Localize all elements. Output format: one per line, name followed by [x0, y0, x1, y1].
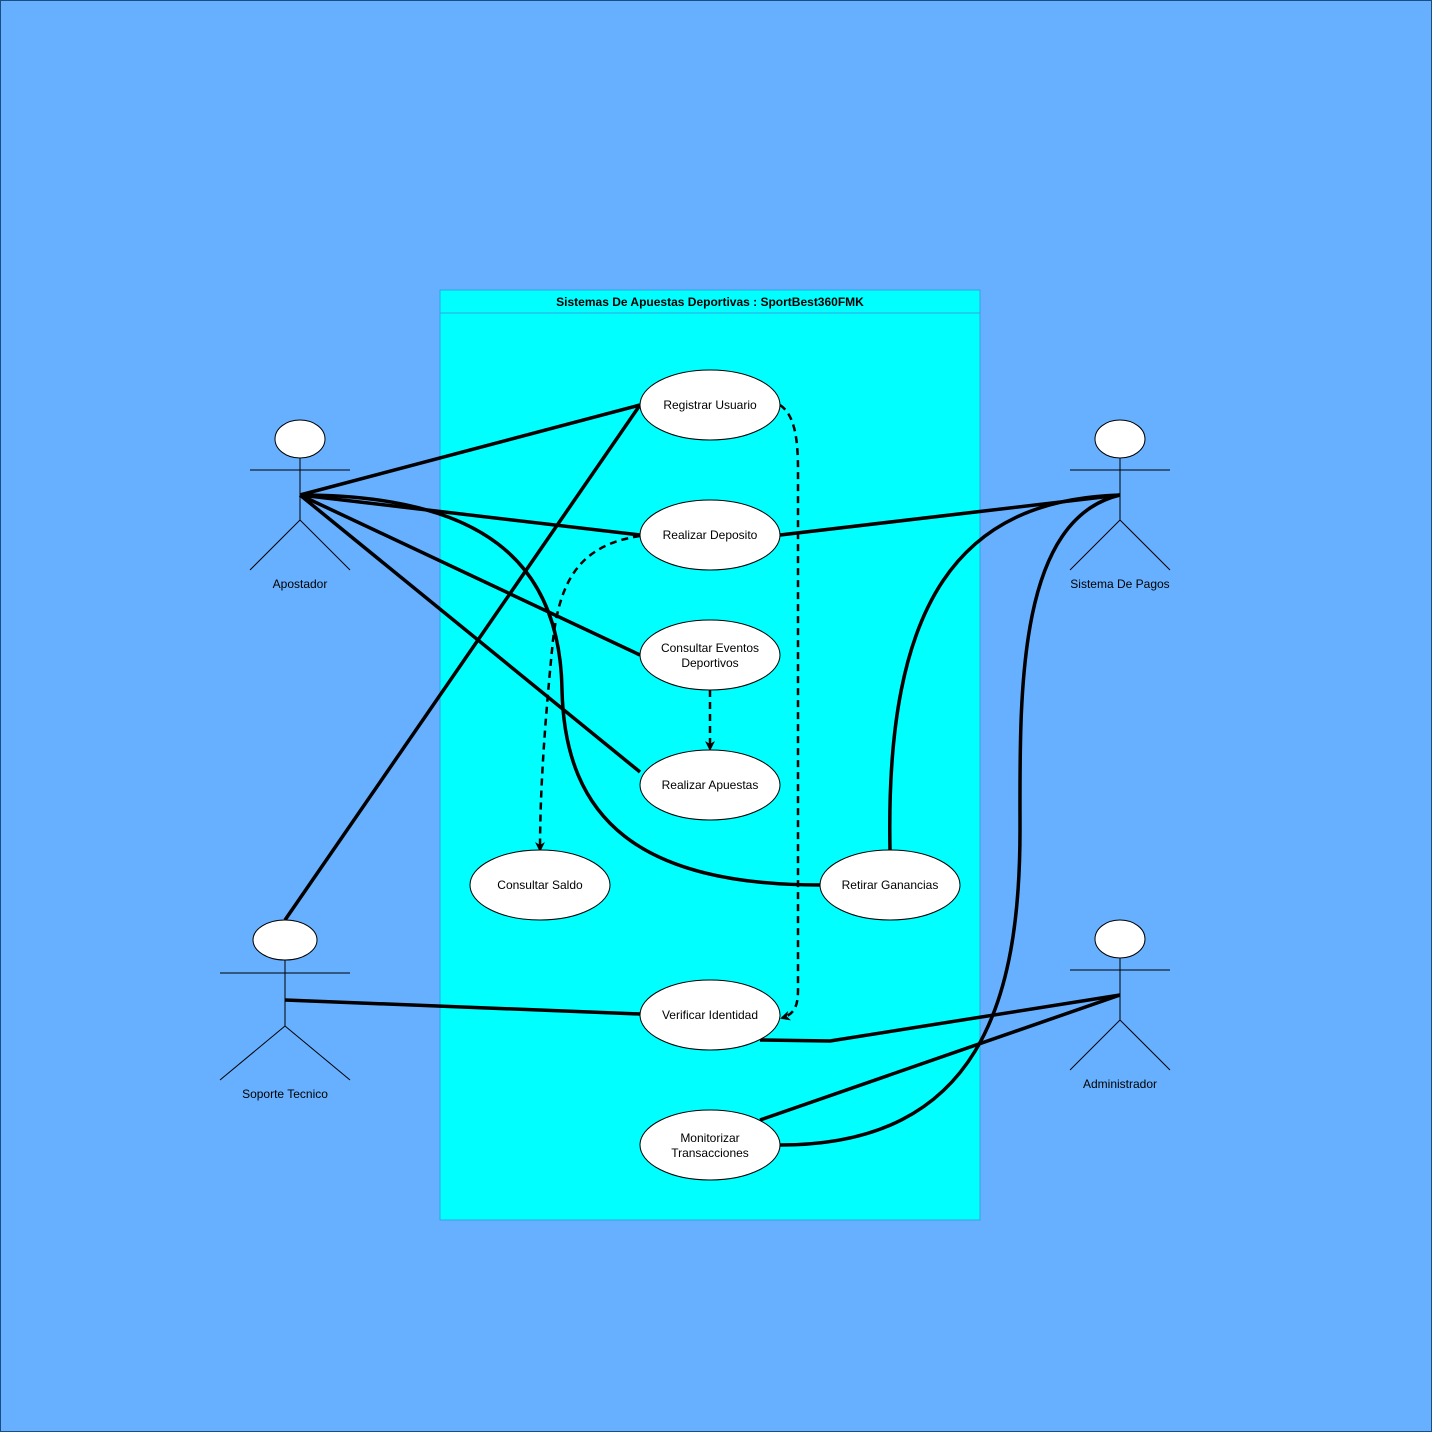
use-case-label: Registrar Usuario [663, 398, 757, 412]
assoc-admin-verificar[interactable] [759, 993, 1121, 1043]
use-case-label: Retirar Ganancias [842, 878, 939, 892]
assoc-pagos-retirar[interactable] [888, 493, 1121, 851]
use-case-verificar-identidad[interactable]: Verificar Identidad [639, 979, 781, 1051]
use-case-consultar-saldo[interactable]: Consultar Saldo [469, 849, 611, 921]
use-case-label: Consultar Saldo [497, 878, 583, 892]
assoc-admin-monitorizar[interactable] [759, 993, 1121, 1122]
assoc-pagos-monitorizar[interactable] [779, 493, 1121, 1147]
use-case-label: Consultar Eventos [661, 641, 759, 655]
dependencies [535, 403, 800, 1021]
use-cases: Registrar Usuario Realizar Deposito Cons… [469, 369, 961, 1181]
actor-administrador[interactable]: Administrador [1069, 919, 1171, 1091]
use-case-label: Transacciones [671, 1146, 749, 1160]
actor-head-icon [1094, 919, 1146, 959]
assoc-apostador-registrar[interactable] [299, 403, 641, 497]
assoc-apostador-eventos[interactable] [299, 493, 641, 657]
use-case-consultar-eventos[interactable]: Consultar Eventos Deportivos [639, 619, 781, 691]
dep-deposito-saldo[interactable] [535, 534, 641, 852]
use-case-label: Deportivos [681, 656, 738, 670]
assoc-soporte-verificar[interactable] [284, 998, 641, 1016]
use-case-label: Realizar Apuestas [662, 778, 759, 792]
actor-sistema-de-pagos[interactable]: Sistema De Pagos [1069, 419, 1171, 591]
assoc-apostador-apuestas[interactable] [298, 493, 642, 774]
use-case-realizar-apuestas[interactable]: Realizar Apuestas [639, 749, 781, 821]
associations [283, 403, 1121, 1147]
assoc-apostador-retirar[interactable] [299, 493, 821, 887]
actor-head-icon [252, 919, 318, 961]
use-case-realizar-deposito[interactable]: Realizar Deposito [639, 499, 781, 571]
actor-head-icon [274, 419, 326, 459]
actor-label: Soporte Tecnico [242, 1087, 328, 1101]
use-case-retirar-ganancias[interactable]: Retirar Ganancias [819, 849, 961, 921]
use-case-monitorizar-transacciones[interactable]: Monitorizar Transacciones [639, 1109, 781, 1181]
actor-soporte-tecnico[interactable]: Soporte Tecnico [219, 919, 351, 1101]
actor-head-icon [1094, 419, 1146, 459]
use-case-registrar-usuario[interactable]: Registrar Usuario [639, 369, 781, 441]
actor-label: Apostador [273, 577, 328, 591]
system-title: Sistemas De Apuestas Deportivas : SportB… [556, 295, 864, 309]
assoc-soporte-registrar[interactable] [283, 404, 642, 921]
actor-label: Administrador [1083, 1077, 1157, 1091]
actor-label: Sistema De Pagos [1070, 577, 1169, 591]
use-case-label: Realizar Deposito [663, 528, 758, 542]
dep-registrar-verificar[interactable] [779, 403, 800, 1021]
use-case-label: Monitorizar [680, 1131, 739, 1145]
actor-apostador[interactable]: Apostador [249, 419, 351, 591]
assoc-apostador-deposito[interactable] [299, 493, 641, 537]
use-case-label: Verificar Identidad [662, 1008, 758, 1022]
